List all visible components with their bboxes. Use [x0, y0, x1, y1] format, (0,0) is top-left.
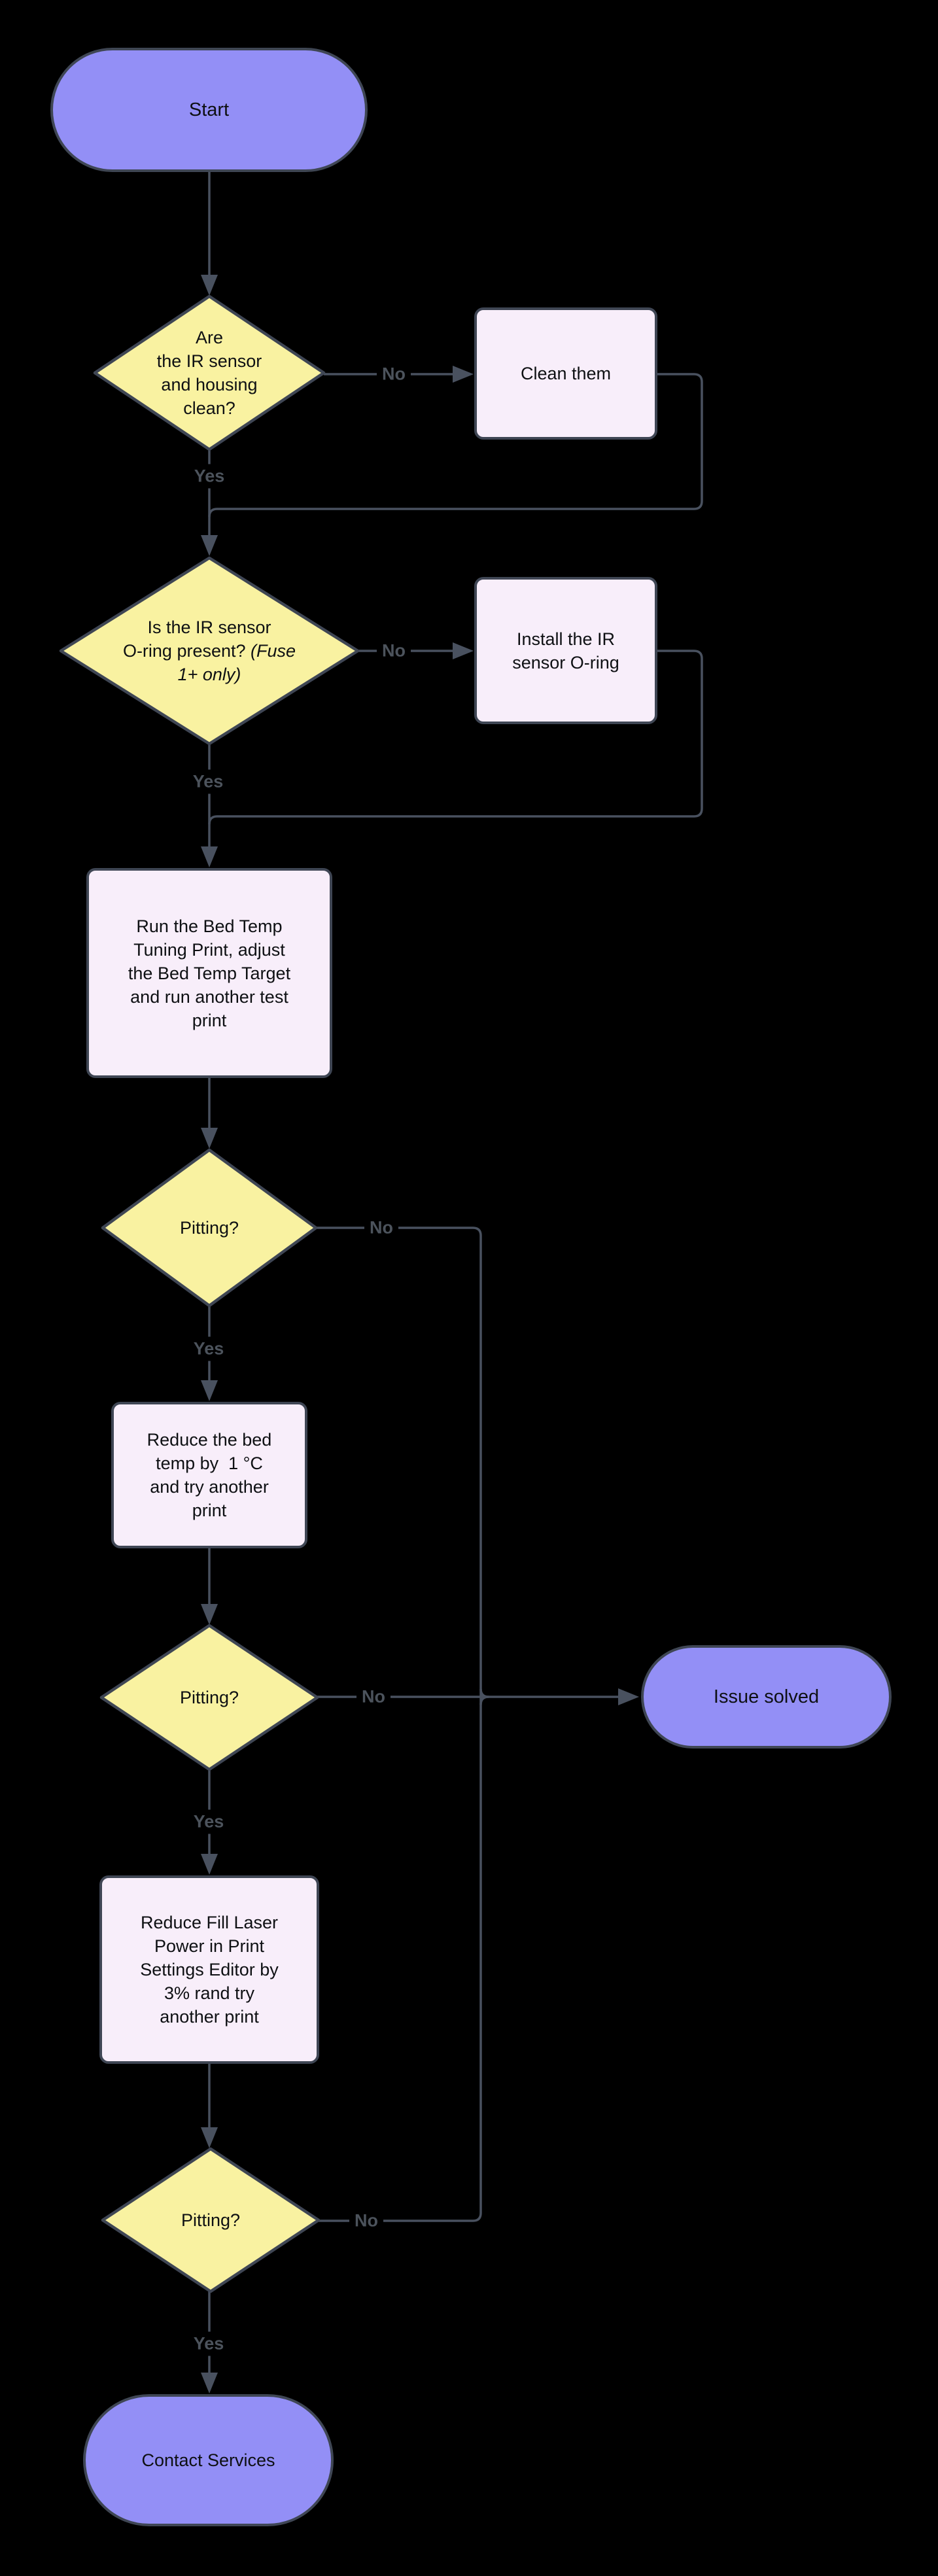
- edge-norail-merge-top: [479, 1688, 489, 1698]
- edge-label-pitting1-no: No: [364, 1215, 398, 1240]
- edge-label-oring-yes: Yes: [187, 769, 229, 794]
- node-decision-pitting1: Pitting?: [179, 1218, 239, 1238]
- arrowhead-into-pitting3: [201, 2127, 218, 2148]
- arrowhead-into-contact: [201, 2373, 218, 2393]
- arrowhead-into-doring: [201, 535, 218, 556]
- edge-label-clean-yes: Yes: [188, 464, 230, 489]
- edge-label-oring-no: No: [377, 638, 411, 663]
- edge-norail-merge-bottom: [479, 1696, 489, 1705]
- arrowhead-into-install: [453, 642, 474, 659]
- node-decision-pitting2: Pitting?: [179, 1688, 239, 1707]
- decision-shape-pitting2: [99, 1624, 319, 1771]
- arrowhead-into-reducefill: [201, 1854, 218, 1875]
- edge-pitting1-pitting3-no-rail: [316, 1227, 482, 2222]
- node-decision-ir-clean: Are the IR sensor and housing clean?: [156, 328, 262, 418]
- oring-question-line3: 1+ only): [177, 665, 241, 684]
- oring-question-line2: O-ring present? (Fuse: [122, 641, 296, 661]
- node-contact-services: Contact Services: [83, 2394, 334, 2526]
- decision-shape-pitting1: [101, 1148, 318, 1308]
- edge-label-pitting3-no: No: [349, 2208, 383, 2233]
- edge-install-loopback: [208, 650, 703, 825]
- arrowhead-into-issuesolved: [618, 1688, 639, 1705]
- arrowhead-into-runtuning: [201, 846, 218, 867]
- node-run-bed-temp-tuning: Run the Bed Temp Tuning Print, adjust th…: [86, 868, 332, 1078]
- edge-label-pitting2-no: No: [356, 1684, 391, 1709]
- node-install-oring: Install the IR sensor O-ring: [474, 577, 657, 724]
- decision-shape-ir-clean: [93, 294, 326, 451]
- edge-label-pitting2-yes: Yes: [188, 1809, 230, 1834]
- arrowhead-into-pitting2: [201, 1604, 218, 1625]
- decision-shape-oring-present: [59, 556, 360, 746]
- arrowhead-into-pitting1: [201, 1128, 218, 1149]
- arrowhead-into-dclean: [201, 275, 218, 296]
- arrowhead-into-reducebed: [201, 1380, 218, 1401]
- node-decision-pitting3: Pitting?: [181, 2210, 241, 2230]
- node-clean-them: Clean them: [474, 307, 657, 440]
- edge-clean-loopback: [208, 373, 703, 517]
- decision-shape-pitting3: [101, 2147, 321, 2293]
- edge-label-pitting1-yes: Yes: [188, 1336, 230, 1361]
- edge-label-clean-no: No: [377, 362, 411, 387]
- node-decision-oring-present: Is the IR sensor O-ring present? (Fuse 1…: [61, 558, 358, 744]
- node-issue-solved: Issue solved: [641, 1645, 892, 1749]
- edge-label-pitting3-yes: Yes: [188, 2331, 230, 2356]
- node-start: Start: [50, 48, 368, 172]
- oring-question-line1: Is the IR sensor: [147, 618, 271, 637]
- node-reduce-fill-laser-power: Reduce Fill Laser Power in Print Setting…: [99, 1875, 319, 2064]
- arrowhead-into-clean: [453, 366, 474, 383]
- node-reduce-bed-temp: Reduce the bed temp by 1 °C and try anot…: [111, 1402, 307, 1548]
